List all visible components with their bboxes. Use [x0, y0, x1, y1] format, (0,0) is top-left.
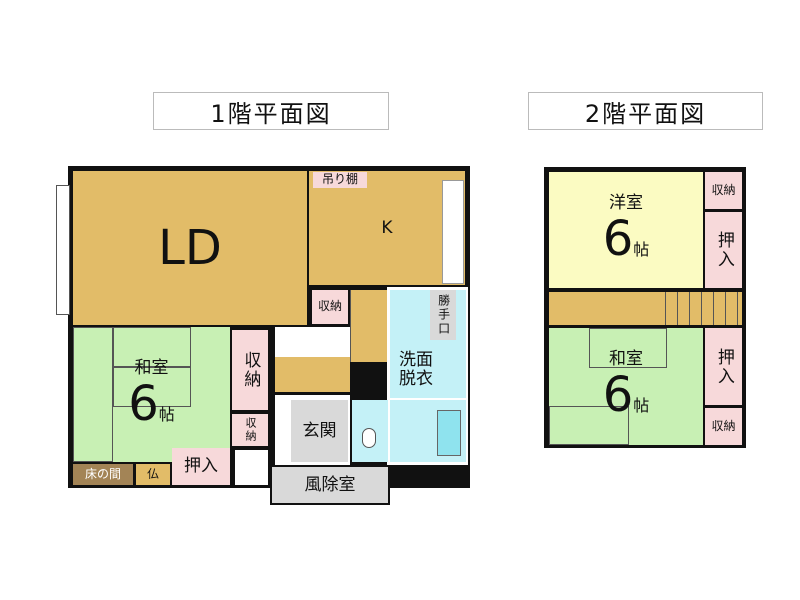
tatami — [73, 327, 113, 462]
tatami — [113, 367, 191, 407]
storage-2f-top[interactable]: 収納 — [705, 172, 742, 209]
hanging-shelf: 吊り棚 — [313, 172, 367, 188]
storage-small[interactable]: 収納 — [232, 414, 268, 446]
tokonoma: 床の間 — [73, 464, 133, 485]
storage-ld: 収納 — [312, 290, 348, 324]
floor2-title: 2階平面図 — [528, 92, 763, 130]
room-windbreak: 風除室 — [270, 465, 390, 505]
japanese-1f-label: 和室 6帖 — [128, 358, 175, 432]
bathtub — [437, 410, 461, 456]
tatami — [589, 328, 667, 368]
room-ld: LD — [73, 171, 307, 325]
room-western: 洋室 6帖 — [549, 172, 703, 288]
stairs-2f[interactable] — [665, 292, 742, 325]
kitchen-counter — [442, 180, 464, 284]
japanese-2f-label: 和室 6帖 — [602, 349, 650, 423]
stairs[interactable] — [350, 290, 387, 362]
hall-door-swing — [275, 327, 350, 357]
closet-2f-top[interactable]: 押入 — [705, 212, 742, 288]
back-door[interactable]: 勝手口 — [430, 290, 456, 340]
window-ld — [56, 185, 70, 315]
closet-2f-bottom[interactable]: 押入 — [705, 328, 742, 405]
room-kitchen: K — [309, 171, 465, 285]
storage-large[interactable]: 収納 — [232, 330, 268, 410]
tatami — [113, 327, 191, 367]
floor1-title: 1階平面図 — [153, 92, 389, 130]
butsudan: 仏 — [136, 464, 170, 485]
toilet-icon — [362, 428, 376, 448]
room-japanese-2f — [549, 328, 703, 445]
room-japanese-1f — [73, 327, 230, 462]
room-washroom: 洗面脱衣 — [399, 350, 433, 389]
closet-1f[interactable]: 押入 — [172, 448, 230, 485]
room-entrance[interactable]: 玄関 — [291, 400, 348, 462]
storage-2f-bottom[interactable]: 収納 — [705, 408, 742, 445]
white-space — [235, 450, 268, 485]
tatami — [549, 406, 629, 445]
